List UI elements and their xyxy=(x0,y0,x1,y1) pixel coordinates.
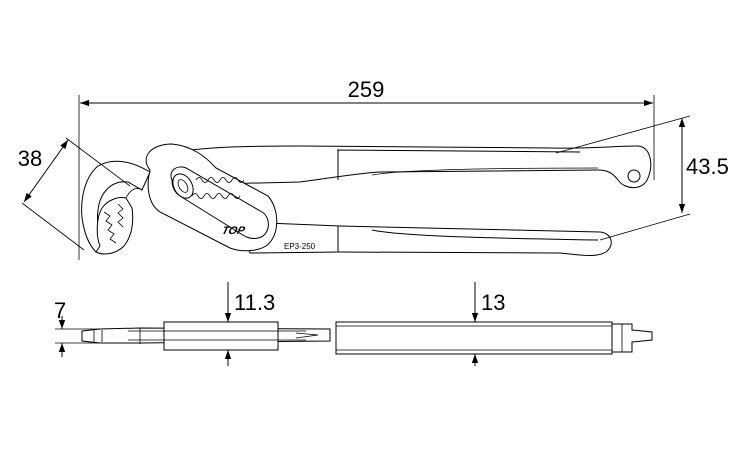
dimension-handle-spread: 43.5 xyxy=(555,115,729,241)
pivot-bolt xyxy=(172,173,194,199)
edge-pivot xyxy=(163,321,279,351)
handle-thickness-label: 13 xyxy=(481,290,505,315)
dimension-joint-thickness: 11.3 xyxy=(224,282,275,366)
pliers-top-view xyxy=(81,321,653,355)
upper-grip xyxy=(337,149,581,180)
dimension-handle-thickness: 13 xyxy=(471,282,505,366)
overall-length-label: 259 xyxy=(348,77,385,102)
joint-thickness-label: 11.3 xyxy=(234,290,275,315)
model-number: EP3-250 xyxy=(284,242,316,251)
slot-teeth xyxy=(195,177,245,183)
lower-grip xyxy=(337,226,599,252)
brand-logo: TOP xyxy=(221,225,247,237)
lower-handle xyxy=(239,221,612,256)
dimension-tip-thickness: 7 xyxy=(54,298,100,357)
handle-spread-label: 43.5 xyxy=(686,154,729,179)
pliers-side-view: TOP EP3-250 xyxy=(81,143,652,256)
handle-hanging-hole xyxy=(627,169,641,183)
edge-handle xyxy=(335,321,613,355)
dimension-overall-length: 259 xyxy=(78,77,655,260)
tip-thickness-label: 7 xyxy=(54,298,66,323)
upper-handle xyxy=(173,145,652,189)
edge-handle-end xyxy=(611,323,653,353)
dimension-jaw-opening: 38 xyxy=(18,137,131,251)
lower-jaw xyxy=(95,197,134,255)
jaw-opening-label: 38 xyxy=(18,146,42,171)
jaw-teeth xyxy=(103,203,124,244)
